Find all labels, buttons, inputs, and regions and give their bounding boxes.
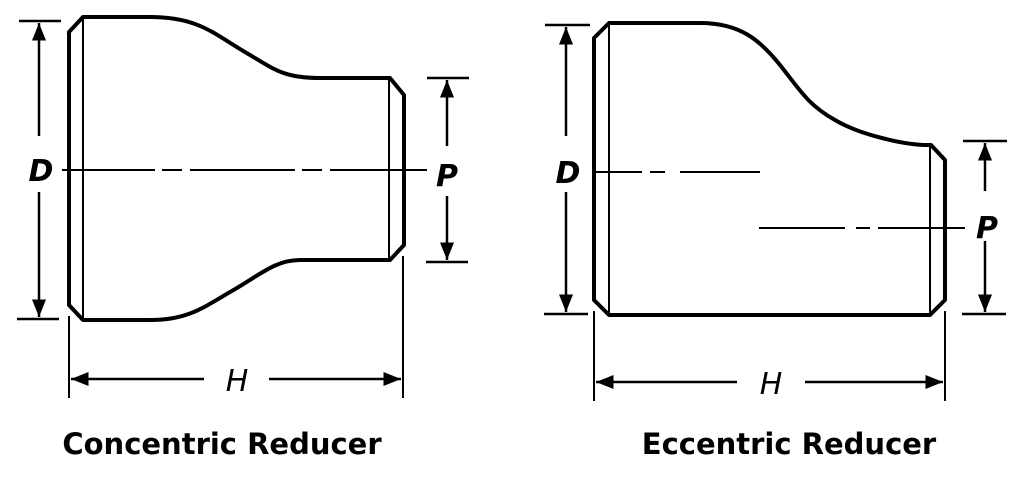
concentric-caption: Concentric Reducer: [62, 427, 382, 461]
eccentric-outline: [592, 21, 947, 317]
concentric-reducer: D P H Concentric Reducer: [17, 15, 469, 461]
dimension-label-h: H: [760, 367, 783, 402]
dimension-label-p: P: [436, 159, 458, 194]
eccentric-reducer: D P H Eccentric Reducer: [544, 21, 1007, 461]
dimension-label-h: H: [226, 364, 249, 399]
eccentric-caption: Eccentric Reducer: [642, 427, 937, 461]
dimension-label-d: D: [29, 154, 54, 189]
concentric-outline: [67, 15, 406, 322]
dimension-label-p: P: [976, 211, 998, 246]
dimension-label-d: D: [556, 156, 581, 191]
